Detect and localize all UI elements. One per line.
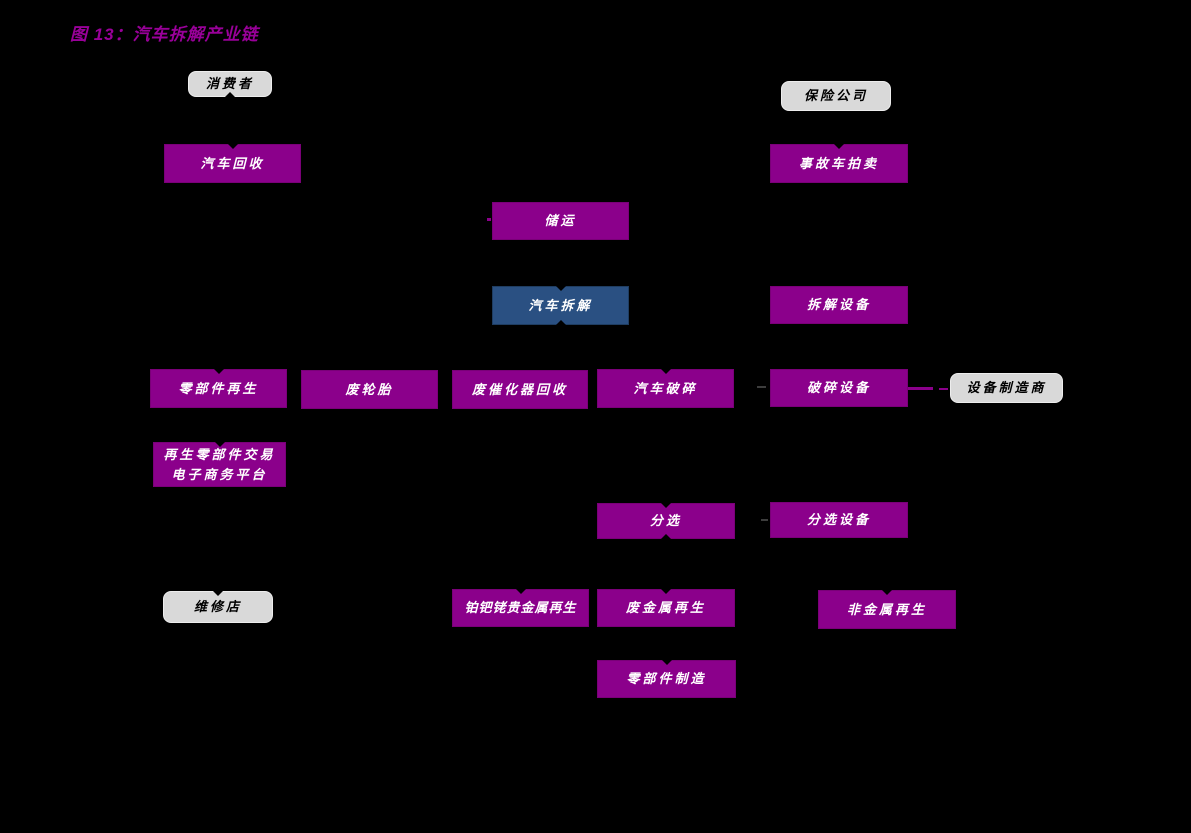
arrowhead-notch bbox=[661, 589, 671, 594]
arrowhead-notch bbox=[555, 286, 566, 291]
node-parts-regeneration: 零部件再生 bbox=[150, 369, 287, 408]
arrow-tick-sorting-equipment-left bbox=[761, 519, 768, 521]
arrowhead-notch bbox=[214, 442, 225, 447]
arrowhead-notch bbox=[660, 369, 671, 374]
connector-crushing-to-manufacturer-dash bbox=[939, 388, 948, 390]
node-waste-catalyst-recycling-label: 废催化器回收 bbox=[471, 381, 568, 397]
arrow-tick-crushing-equipment-left bbox=[757, 386, 766, 388]
node-equipment-manufacturer-label: 设备制造商 bbox=[966, 380, 1047, 396]
node-sorting: 分选 bbox=[597, 503, 735, 539]
arrowhead-notch bbox=[515, 589, 526, 594]
node-sorting-equipment: 分选设备 bbox=[770, 502, 908, 538]
node-non-metal-regeneration-label: 非金属再生 bbox=[846, 601, 927, 617]
node-equipment-manufacturer: 设备制造商 bbox=[950, 373, 1063, 403]
node-repair-shop-label: 维修店 bbox=[193, 599, 242, 615]
node-crushing-equipment: 破碎设备 bbox=[770, 369, 908, 407]
arrowhead-notch bbox=[882, 590, 892, 595]
arrowhead-notch bbox=[227, 144, 238, 149]
node-accident-car-auction: 事故车拍卖 bbox=[770, 144, 908, 183]
node-sorting-equipment-label: 分选设备 bbox=[806, 512, 871, 528]
node-waste-tires: 废轮胎 bbox=[301, 370, 438, 409]
node-auto-crushing-label: 汽车破碎 bbox=[633, 380, 698, 396]
node-auto-recycling: 汽车回收 bbox=[164, 144, 301, 183]
node-dismantling-equipment: 拆解设备 bbox=[770, 286, 908, 324]
node-parts-manufacturing-label: 零部件制造 bbox=[626, 671, 707, 687]
figure-title: 图 13：汽车拆解产业链 bbox=[70, 25, 259, 44]
arrowhead-notch bbox=[225, 92, 235, 97]
node-repair-shop: 维修店 bbox=[163, 591, 273, 623]
node-waste-catalyst-recycling: 废催化器回收 bbox=[452, 370, 588, 409]
node-auto-recycling-label: 汽车回收 bbox=[200, 155, 265, 171]
arrowhead-notch bbox=[661, 503, 671, 508]
node-parts-regeneration-label: 零部件再生 bbox=[178, 380, 259, 396]
node-waste-metal-regeneration: 废金属再生 bbox=[597, 589, 735, 627]
node-sorting-label: 分选 bbox=[649, 513, 682, 529]
node-non-metal-regeneration: 非金属再生 bbox=[818, 590, 956, 629]
arrowhead-notch bbox=[834, 144, 844, 149]
node-crushing-equipment-label: 破碎设备 bbox=[806, 380, 871, 396]
node-waste-tires-label: 废轮胎 bbox=[345, 381, 394, 397]
node-insurance-company: 保险公司 bbox=[781, 81, 891, 111]
node-regenerated-parts-ecommerce-platform: 再生零部件交易电子商务平台 bbox=[153, 442, 286, 487]
node-auto-dismantling: 汽车拆解 bbox=[492, 286, 629, 325]
node-insurance-company-label: 保险公司 bbox=[803, 88, 868, 104]
node-auto-dismantling-label: 汽车拆解 bbox=[528, 297, 593, 313]
node-storage-transport: 储运 bbox=[492, 202, 629, 240]
node-parts-manufacturing: 零部件制造 bbox=[597, 660, 736, 698]
connector-crushing-to-manufacturer-segment bbox=[908, 387, 933, 390]
arrowhead-notch bbox=[213, 369, 224, 374]
node-auto-crushing: 汽车破碎 bbox=[597, 369, 734, 408]
arrow-tick-storage-left bbox=[487, 218, 491, 221]
node-storage-transport-label: 储运 bbox=[544, 213, 577, 229]
node-regenerated-parts-ecommerce-platform-label: 再生零部件交易电子商务平台 bbox=[163, 447, 276, 482]
arrowhead-notch bbox=[213, 591, 223, 596]
node-accident-car-auction-label: 事故车拍卖 bbox=[798, 155, 879, 171]
arrowhead-notch bbox=[661, 534, 671, 539]
node-precious-metal-regeneration: 铂钯铑贵金属再生 bbox=[452, 589, 589, 627]
node-consumer-label: 消费者 bbox=[205, 76, 254, 92]
node-waste-metal-regeneration-label: 废金属再生 bbox=[625, 600, 706, 616]
arrowhead-notch bbox=[555, 320, 566, 325]
arrowhead-notch bbox=[661, 660, 672, 665]
node-precious-metal-regeneration-label: 铂钯铑贵金属再生 bbox=[464, 600, 577, 616]
node-consumer: 消费者 bbox=[188, 71, 272, 97]
node-dismantling-equipment-label: 拆解设备 bbox=[806, 297, 871, 313]
